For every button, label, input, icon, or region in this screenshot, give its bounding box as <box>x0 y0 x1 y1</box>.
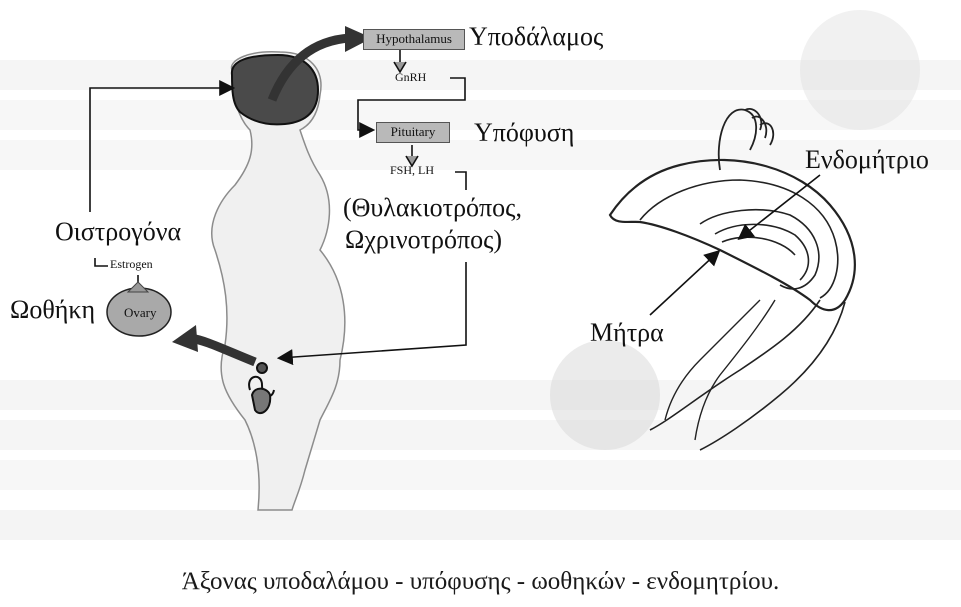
gnrh-label: GnRH <box>395 70 426 85</box>
figure-caption: Άξονας υποδαλάμου - υπόφυσης - ωοθηκών -… <box>0 568 961 596</box>
estrogen-small-label: Estrogen <box>110 257 153 272</box>
pituitary-box: Pituitary <box>376 122 450 143</box>
fsh-greek-label: (Θυλακιοτρόπος, <box>343 193 522 223</box>
endometrium-label: Ενδομήτριο <box>805 145 929 175</box>
estrogen-label: Οιστρογόνα <box>55 217 181 247</box>
background-page-texture <box>0 10 961 540</box>
estrogen-up-arrow <box>128 282 148 292</box>
hypothalamus-box: Hypothalamus <box>363 29 465 50</box>
uterus-label: Μήτρα <box>590 318 664 348</box>
ovary-label: Ωοθήκη <box>10 295 95 325</box>
ovary-box-label: Ovary <box>124 305 157 321</box>
hypothalamus-label: Υποδάλαμος <box>469 22 603 52</box>
fsh-lh-label: FSH, LH <box>390 163 434 178</box>
lh-greek-label: Ωχρινοτρόπος) <box>345 225 502 255</box>
uterus-leader <box>650 252 718 315</box>
pituitary-label: Υπόφυση <box>474 118 574 148</box>
